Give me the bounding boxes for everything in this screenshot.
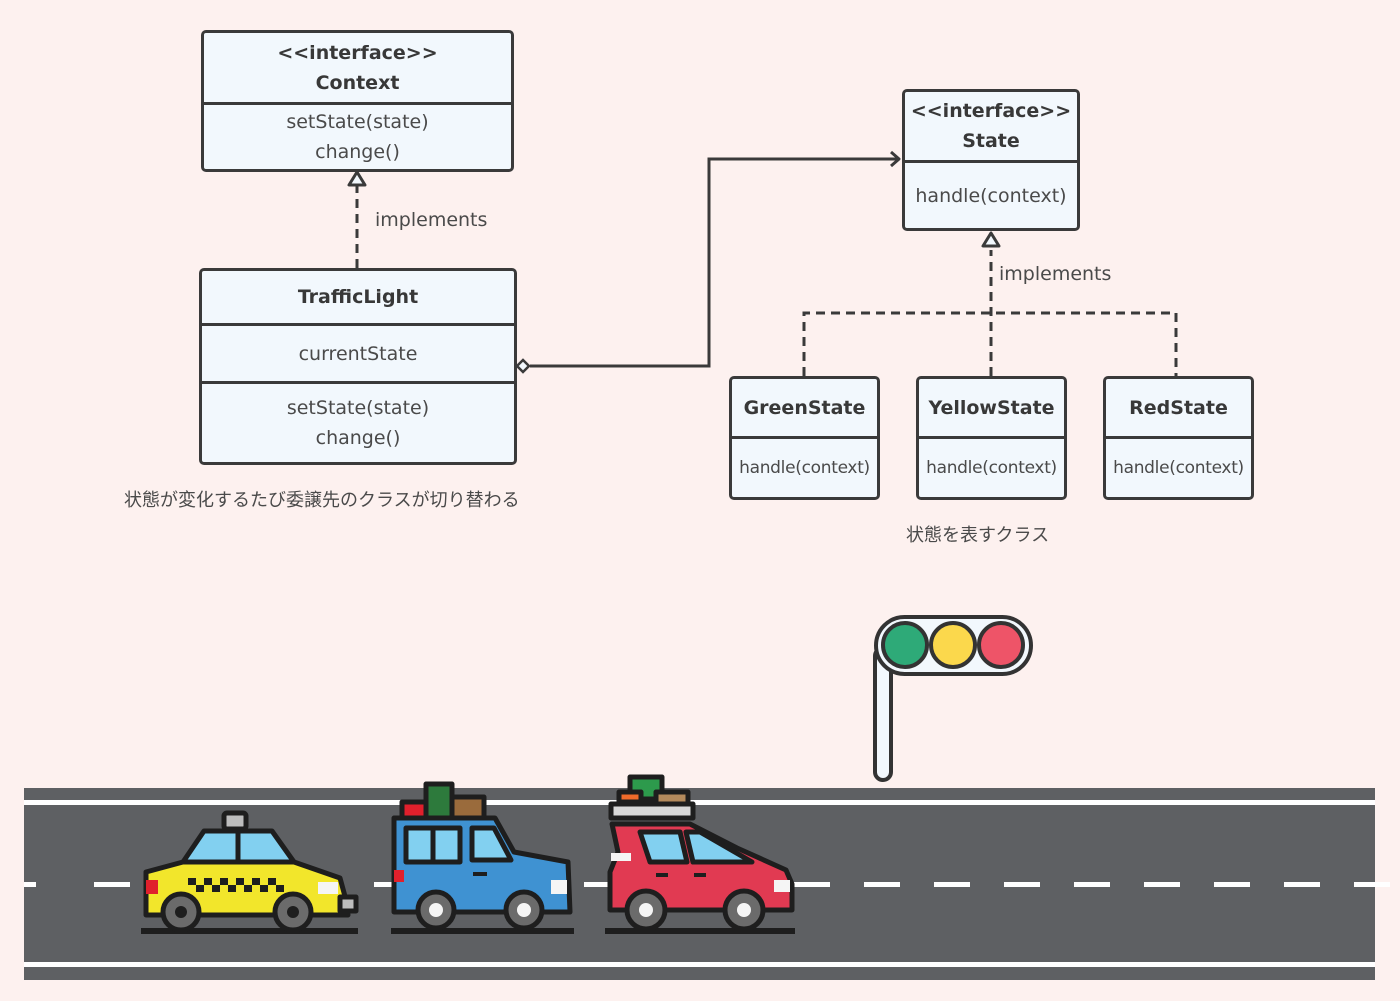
class-green-state[interactable]: GreenState handle(context) [729,376,880,500]
implements-arrowhead-state [981,231,1001,248]
class-context[interactable]: <<interface>> Context setState(state) ch… [201,30,514,172]
method: handle(context) [739,458,870,478]
lane-dash [584,882,620,887]
traffic-light-icon [873,615,1033,782]
lane-dash [1144,882,1180,887]
blue-suv-icon [391,781,574,934]
implements-arrowhead-context [347,170,367,187]
traffic-light-red [977,621,1025,669]
lane-dash [94,882,130,887]
traffic-light-yellow [929,621,977,669]
class-state[interactable]: <<interface>> State handle(context) [902,89,1080,231]
implements-label: implements [999,263,1112,285]
lane-dash [1004,882,1040,887]
red-suv-icon [605,774,795,934]
class-header: YellowState [919,379,1064,436]
class-header: <<interface>> Context [204,33,511,102]
class-methods: handle(context) [919,436,1064,497]
stereotype-label: <<interface>> [910,100,1072,122]
method: handle(context) [915,184,1067,207]
class-methods: setState(state) change() [202,381,514,462]
class-methods: handle(context) [732,436,877,497]
lane-dash [1214,882,1250,887]
method: setState(state) [286,111,429,133]
class-traffic-light[interactable]: TrafficLight currentState setState(state… [199,268,517,465]
lane-dash [1354,882,1390,887]
class-attributes: currentState [202,323,514,381]
method: change() [315,427,401,449]
class-header: TrafficLight [202,271,514,323]
class-header: GreenState [732,379,877,436]
traffic-light-green [881,621,929,669]
lane-dash [864,882,900,887]
lane-dash [794,882,830,887]
class-header: <<interface>> State [905,92,1077,160]
class-name: State [962,130,1020,152]
lane-dash [1284,882,1320,887]
class-header: RedState [1106,379,1251,436]
class-name: GreenState [743,396,866,419]
class-name: YellowState [928,396,1055,419]
class-methods: handle(context) [1106,436,1251,497]
lane-dash [934,882,970,887]
class-methods: setState(state) change() [204,102,511,169]
lane-dash [24,882,36,887]
class-red-state[interactable]: RedState handle(context) [1103,376,1254,500]
caption-state-classes: 状態を表すクラス [906,525,1050,546]
method: setState(state) [286,397,430,419]
aggregation-diamond-icon [515,358,531,374]
attribute: currentState [298,342,418,365]
method: change() [315,141,400,163]
taxi-icon [141,810,359,934]
class-name: RedState [1129,396,1228,419]
method: handle(context) [1113,458,1244,478]
aggregation-arrowhead [890,150,901,168]
stereotype-label: <<interface>> [277,41,438,64]
implements-label: implements [375,209,488,231]
caption-delegation: 状態が変化するたび委譲先のクラスが切り替わる [124,490,520,511]
aggregation-line [530,157,898,368]
lane-dash [1074,882,1110,887]
implements-branch [802,311,1178,376]
class-yellow-state[interactable]: YellowState handle(context) [916,376,1067,500]
class-name: TrafficLight [297,286,419,308]
class-methods: handle(context) [905,160,1077,228]
method: handle(context) [926,458,1057,478]
class-name: Context [315,71,400,94]
